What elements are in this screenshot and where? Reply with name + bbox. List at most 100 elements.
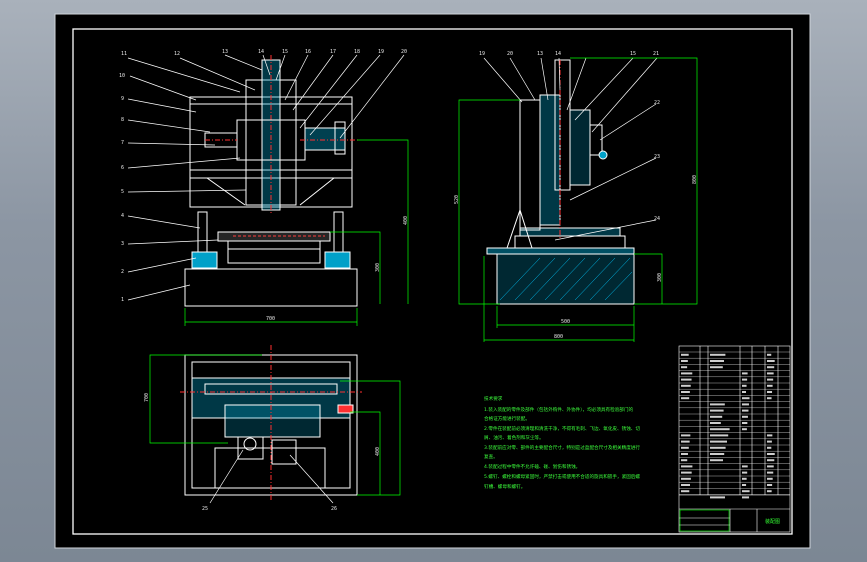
side-dim-inner-width: 500 <box>561 319 570 325</box>
parts-list-text-mark <box>710 440 727 443</box>
balloon-label: 13 <box>537 51 543 57</box>
balloon-label: 2 <box>121 269 124 275</box>
parts-list-text-mark <box>767 465 774 468</box>
parts-list-text-mark <box>681 434 691 437</box>
front-balloons-left: 10 9 8 7 6 5 4 3 2 1 <box>119 73 125 303</box>
balloon-label: 10 <box>119 73 125 79</box>
front-dim-height-mid: 300 <box>375 263 381 272</box>
parts-list-text-mark <box>710 409 724 412</box>
parts-list-text-mark <box>767 446 772 449</box>
parts-list-text-mark <box>710 353 726 356</box>
notes-line: 2.零件在装配前必须清理和清洗干净，不得有毛刺、飞边、氧化皮、锈蚀、切 <box>484 425 640 432</box>
parts-list-text-mark <box>710 422 721 424</box>
parts-list-text-mark <box>767 353 772 356</box>
parts-list-text-mark <box>742 428 747 431</box>
parts-list-and-title-block <box>678 345 791 533</box>
top-view <box>180 345 362 500</box>
parts-list-text-mark <box>681 372 693 375</box>
parts-list-text-mark <box>681 384 691 387</box>
balloon-label: 7 <box>121 140 124 146</box>
notes-line: 合格证方能进行装配。 <box>484 415 530 422</box>
balloon-label: 21 <box>653 51 659 57</box>
side-base-hatched <box>496 253 635 305</box>
parts-list-text-mark <box>710 446 726 449</box>
balloon-label: 15 <box>630 51 636 57</box>
parts-list-text-mark <box>742 422 748 424</box>
drawing-name: 装配图 <box>765 518 780 525</box>
parts-list-text-mark <box>681 484 690 486</box>
parts-list-text-mark <box>767 484 773 486</box>
top-dim-left-height: 700 <box>144 393 150 402</box>
notes-line: 3.装配前应对零、部件的主要配合尺寸，特别是过盈配合尺寸及相关精度进行 <box>484 444 640 451</box>
notes-line: 钉槽、螺母和螺钉。 <box>484 483 525 490</box>
balloon-label: 8 <box>121 117 124 123</box>
technical-requirements: 技术要求 1.装入装配的零件及部件（包括外购件、外协件），均必须具有检验部门的 … <box>484 395 640 490</box>
parts-list-text-mark <box>710 366 723 369</box>
notes-title: 技术要求 <box>484 395 503 402</box>
side-dim-small-height: 300 <box>657 273 663 282</box>
notes-line: 屑、油污、着色剂和灰尘等。 <box>484 434 544 441</box>
balloon-label: 25 <box>202 506 208 512</box>
parts-list-text-mark <box>742 372 748 375</box>
side-dim-right-height: 800 <box>692 175 698 184</box>
balloon-label: 19 <box>378 49 384 55</box>
parts-list-text-mark <box>742 409 749 412</box>
parts-list-text-mark <box>710 453 725 455</box>
balloon-label: 3 <box>121 241 124 247</box>
parts-list-text-mark <box>681 391 690 393</box>
parts-list-text-mark <box>767 384 773 387</box>
parts-list-text-mark <box>742 397 750 400</box>
front-dim-height-right: 400 <box>403 216 409 225</box>
parts-list-text-mark <box>742 403 749 406</box>
balloon-label: 1 <box>121 297 124 303</box>
balloon-label: 24 <box>654 216 660 222</box>
parts-list-text-mark <box>742 378 748 381</box>
parts-list-text-mark <box>767 397 772 400</box>
parts-list-text-mark <box>710 459 723 462</box>
balloon-label: 14 <box>555 51 561 57</box>
balloon-label: 17 <box>330 49 336 55</box>
front-dim-width: 700 <box>266 316 275 322</box>
drawing-border <box>72 28 793 535</box>
parts-list-text-mark <box>742 415 748 418</box>
parts-list-text-mark <box>767 434 773 437</box>
parts-list-text-mark <box>681 477 691 480</box>
side-balloons: 19 20 13 14 15 21 22 23 24 <box>479 51 660 222</box>
parts-list-text-mark <box>681 378 692 381</box>
parts-list-text-mark <box>681 446 689 449</box>
front-view <box>184 55 360 307</box>
parts-list-text-mark <box>710 496 725 499</box>
parts-list-text-mark <box>742 384 747 387</box>
balloon-label: 19 <box>479 51 485 57</box>
parts-list-text-mark <box>681 366 688 369</box>
top-dim-right-height: 400 <box>375 447 381 456</box>
notes-line: 1.装入装配的零件及部件（包括外购件、外协件），均必须具有检验部门的 <box>484 406 633 413</box>
parts-list-text-mark <box>767 366 775 369</box>
notes-line: 复查。 <box>484 453 498 460</box>
parts-list-marks <box>681 353 775 499</box>
balloon-label: 26 <box>331 506 337 512</box>
parts-list-text-mark <box>710 360 724 362</box>
front-leaders <box>127 54 405 301</box>
balloon-label: 22 <box>654 100 660 106</box>
parts-list-text-mark <box>710 415 723 418</box>
balloon-label: 6 <box>121 165 124 171</box>
notes-line: 5.螺钉、螺栓和螺母紧固时，严禁打击或使用不合适的旋具和扳手，紧固后螺 <box>484 473 640 480</box>
notes-line: 4.装配过程中零件不允许磕、碰、划伤和锈蚀。 <box>484 463 580 470</box>
parts-list-text-mark <box>767 459 775 462</box>
parts-list-text-mark <box>767 471 774 474</box>
parts-list-text-mark <box>681 459 688 462</box>
parts-list-text-mark <box>767 440 772 443</box>
front-balloons-top: 11 12 13 14 15 16 17 18 19 20 <box>121 49 407 57</box>
balloon-label: 16 <box>305 49 311 55</box>
parts-list-text-mark <box>742 471 748 474</box>
parts-list-text-mark <box>742 496 750 499</box>
top-dimensions <box>149 354 401 496</box>
parts-list-text-mark <box>681 490 690 493</box>
balloon-label: 18 <box>354 49 360 55</box>
parts-list-text-mark <box>681 453 688 455</box>
top-leaders <box>209 449 334 504</box>
side-dim-outer-width: 800 <box>554 334 563 340</box>
parts-list-text-mark <box>742 490 750 493</box>
